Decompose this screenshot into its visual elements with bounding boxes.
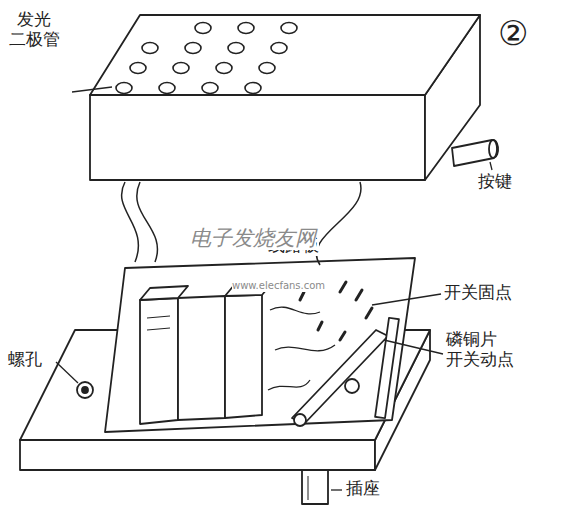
led-hole: [202, 83, 218, 94]
led-hole: [159, 83, 175, 94]
led-holes: [116, 23, 297, 94]
led-hole: [173, 63, 189, 74]
part-label: 发光 二极管: [8, 10, 61, 49]
led-hole: [185, 43, 201, 54]
socket-detail: [308, 476, 309, 500]
board-traces: [268, 307, 335, 390]
leader-lines: [56, 87, 492, 490]
lid-top: [90, 15, 480, 95]
part-label: 插座: [346, 479, 380, 499]
screw-hole-center: [82, 387, 88, 393]
screw-hole: [77, 382, 93, 398]
lid-front: [90, 95, 425, 180]
transformer-coil-left: [140, 298, 178, 424]
part-label: 螺孔: [8, 350, 42, 370]
led-hole: [116, 83, 132, 94]
phosphor-bronze-strip: [292, 330, 388, 424]
transformer-coil-right: [225, 295, 262, 418]
led-hole: [271, 43, 287, 54]
part-label: 开关固点: [444, 283, 512, 303]
watermark: www.elecfans.com: [232, 280, 325, 292]
strip-screw: [294, 414, 306, 426]
base-front: [20, 440, 375, 470]
circuit-board: [105, 258, 415, 432]
led-hole: [281, 23, 297, 34]
wires: [122, 182, 361, 265]
key: [452, 140, 498, 166]
led-hole: [259, 63, 275, 74]
strip-screw: [345, 379, 359, 393]
figure-number: ②: [498, 14, 528, 53]
transformer-core: [178, 296, 225, 420]
led-hole: [228, 43, 244, 54]
watermark: 电子发烧友网: [190, 226, 316, 250]
led-hole: [216, 63, 232, 74]
socket: [302, 470, 328, 504]
led-hole: [238, 23, 254, 34]
transformer-top: [140, 286, 188, 300]
led-hole: [142, 43, 158, 54]
part-label: 磷铜片 开关动点: [446, 330, 517, 369]
part-label: 按键: [478, 172, 512, 192]
board-bracket: [375, 318, 399, 418]
led-hole: [195, 23, 211, 34]
led-hole: [245, 83, 261, 94]
transformer-detail: [147, 316, 170, 318]
transformer-detail: [147, 328, 170, 330]
key-end: [489, 140, 497, 158]
led-hole: [130, 63, 146, 74]
